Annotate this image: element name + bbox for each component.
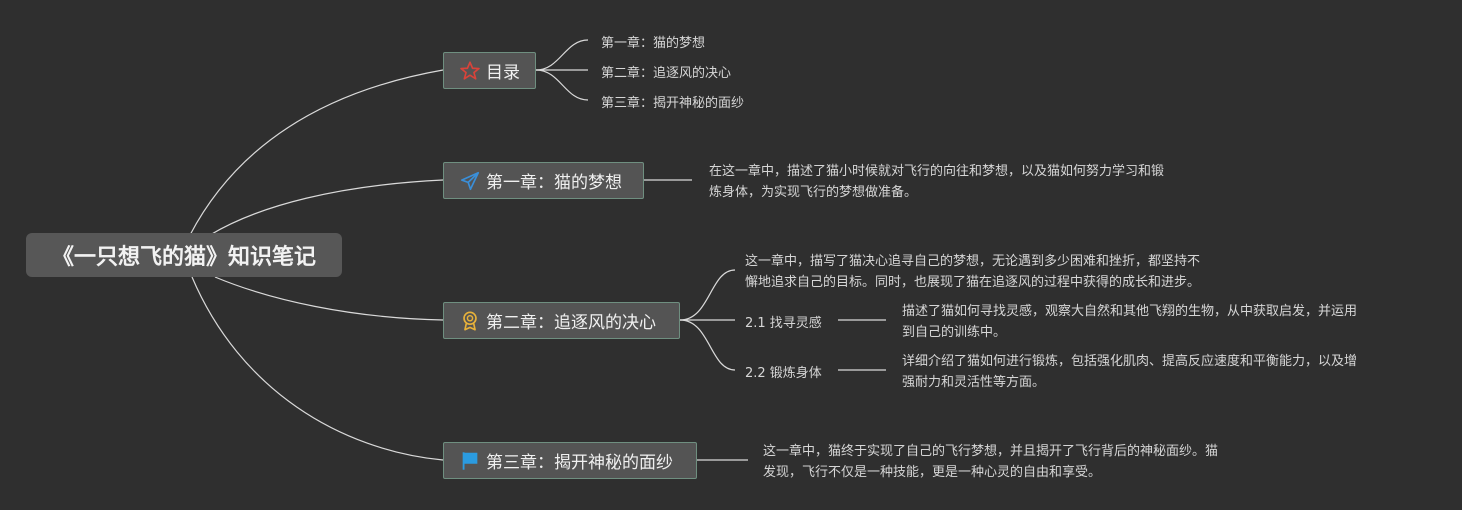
toc-item-1[interactable]: 第一章：猫的梦想 — [601, 36, 706, 51]
branch-chapter-1[interactable]: 第一章：猫的梦想 — [443, 162, 644, 199]
connector-root-ch3 — [191, 276, 444, 461]
subtopic-2-1[interactable]: 2.1 找寻灵感 — [745, 316, 822, 331]
description-line: 炼身体，为实现飞行的梦想做准备。 — [709, 185, 918, 200]
connector-ch2-desc — [679, 269, 736, 321]
chapter-1-description: 在这一章中，描述了猫小时候就对飞行的向往和梦想，以及猫如何努力学习和锻 炼身体，… — [709, 161, 1229, 203]
branch-label: 第二章：追逐风的决心 — [486, 313, 656, 333]
description-line: 懈地追求自己的目标。同时，也展现了猫在追逐风的过程中获得的成长和进步。 — [745, 275, 1201, 290]
star-icon — [458, 59, 482, 83]
description-line: 发现，飞行不仅是一种技能，更是一种心灵的自由和享受。 — [763, 465, 1102, 480]
toc-item-3[interactable]: 第三章：揭开神秘的面纱 — [601, 96, 745, 111]
connector-toc-item-3 — [535, 69, 589, 101]
branch-label: 第一章：猫的梦想 — [486, 173, 622, 193]
chapter-3-description: 这一章中，猫终于实现了自己的飞行梦想，并且揭开了飞行背后的神秘面纱。猫 发现，飞… — [763, 441, 1283, 483]
connector-ch2-sub2 — [679, 319, 736, 371]
award-medal-icon — [458, 309, 482, 333]
description-line: 这一章中，猫终于实现了自己的飞行梦想，并且揭开了飞行背后的神秘面纱。猫 — [763, 444, 1219, 459]
toc-item-2[interactable]: 第二章：追逐风的决心 — [601, 66, 732, 81]
branch-chapter-3[interactable]: 第三章：揭开神秘的面纱 — [443, 442, 697, 479]
subtopic-2-2[interactable]: 2.2 锻炼身体 — [745, 366, 822, 381]
root-topic-label: 《一只想飞的猫》知识笔记 — [51, 245, 316, 270]
branch-label: 目录 — [486, 63, 520, 83]
description-line: 这一章中，描写了猫决心追寻自己的梦想，无论遇到多少困难和挫折，都坚持不 — [745, 254, 1201, 269]
connector-root-ch2 — [214, 276, 444, 321]
paper-plane-icon — [458, 169, 482, 193]
branch-chapter-2[interactable]: 第二章：追逐风的决心 — [443, 302, 680, 339]
description-line: 描述了猫如何寻找灵感，观察大自然和其他飞翔的生物，从中获取启发，并运用 — [902, 304, 1358, 319]
branch-table-of-contents[interactable]: 目录 — [443, 52, 536, 89]
branch-label: 第三章：揭开神秘的面纱 — [486, 453, 673, 473]
description-line: 在这一章中，描述了猫小时候就对飞行的向往和梦想，以及猫如何努力学习和锻 — [709, 164, 1165, 179]
chapter-2-description: 这一章中，描写了猫决心追寻自己的梦想，无论遇到多少困难和挫折，都坚持不 懈地追求… — [745, 251, 1265, 293]
description-line: 详细介绍了猫如何进行锻炼，包括强化肌肉、提高反应速度和平衡能力，以及增 — [902, 354, 1358, 369]
subtopic-2-1-description: 描述了猫如何寻找灵感，观察大自然和其他飞翔的生物，从中获取启发，并运用 到自己的… — [902, 301, 1422, 343]
connector-root-toc — [189, 69, 444, 236]
connector-root-ch1 — [209, 179, 444, 236]
root-topic[interactable]: 《一只想飞的猫》知识笔记 — [26, 233, 342, 277]
description-line: 强耐力和灵活性等方面。 — [902, 375, 1046, 390]
description-line: 到自己的训练中。 — [902, 325, 1007, 340]
flag-icon — [458, 449, 482, 473]
connector-toc-item-1 — [535, 39, 589, 71]
subtopic-2-2-description: 详细介绍了猫如何进行锻炼，包括强化肌肉、提高反应速度和平衡能力，以及增 强耐力和… — [902, 351, 1422, 393]
